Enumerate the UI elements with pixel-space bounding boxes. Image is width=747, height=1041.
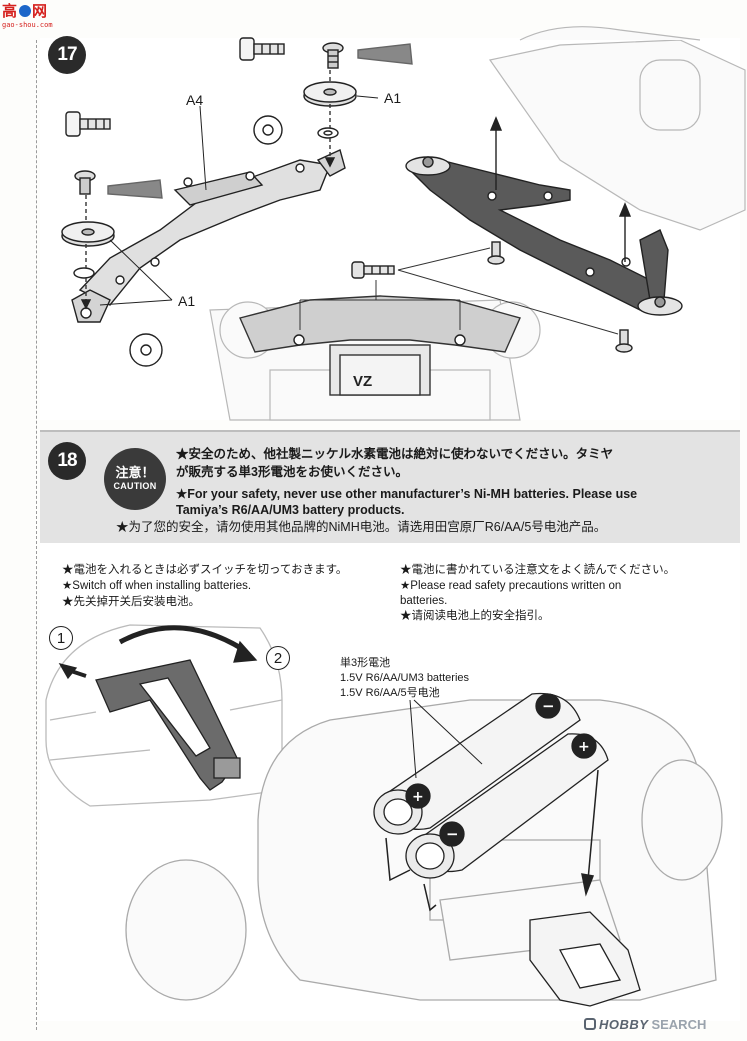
hobbysearch-watermark: HOBBY SEARCH bbox=[584, 1013, 706, 1035]
battery-2: + − bbox=[405, 733, 609, 879]
battery-label-jp: 単3形電池 bbox=[340, 657, 391, 669]
shoulder-screw-top bbox=[239, 37, 285, 61]
label-a1-top: A1 bbox=[384, 90, 402, 106]
step-17-illustration: VZ bbox=[61, 26, 746, 421]
roller-a1-top bbox=[303, 81, 357, 107]
battery-latch bbox=[529, 911, 641, 1007]
note-left-en: ★Switch off when installing batteries. bbox=[62, 580, 252, 592]
battery-label-cn: 1.5V R6/AA/5号电池 bbox=[340, 687, 440, 699]
caution-jp-line-2: が販売する単3形電池をお使いください。 bbox=[176, 465, 408, 479]
screw-left bbox=[74, 170, 96, 195]
caution-badge: 注意！ CAUTION bbox=[104, 448, 166, 510]
step-18-badge: 18 bbox=[48, 442, 86, 480]
watermark-brand: HOBBY bbox=[599, 1016, 649, 1032]
battery-2-plus: + bbox=[578, 739, 590, 755]
caution-badge-jp: 注意！ bbox=[115, 466, 155, 481]
screwdriver-left bbox=[107, 179, 163, 199]
caution-cn-line-1: ★为了您的安全，请勿使用其他品牌的NiMH电池。请选用田宫原厂R6/AA/5号电… bbox=[116, 520, 607, 534]
battery-2-minus: − bbox=[446, 825, 459, 843]
screwdriver-top bbox=[357, 43, 413, 65]
caution-jp-line-1: ★安全のため、他社製ニッケル水素電池は絶対に使わないでください。タミヤ bbox=[176, 447, 614, 461]
screw-hole bbox=[454, 334, 466, 346]
logo-char-2: 网 bbox=[32, 2, 49, 20]
battery-1: − + bbox=[373, 692, 581, 835]
battery-1-minus: − bbox=[542, 697, 555, 715]
screw-hole bbox=[293, 334, 305, 346]
watermark-brand-2: SEARCH bbox=[651, 1016, 707, 1032]
battery-label-en: 1.5V R6/AA/UM3 batteries bbox=[340, 672, 470, 684]
chassis-front-section bbox=[239, 295, 521, 396]
caution-en-line-2: Tamiya’s R6/AA/UM3 battery products. bbox=[176, 503, 405, 517]
bracket-installed-right bbox=[408, 159, 669, 311]
battery-1-plus: + bbox=[412, 789, 424, 805]
label-a4: A4 bbox=[186, 92, 204, 108]
switch-step-2: 2 bbox=[266, 646, 290, 670]
note-right-en-2: batteries. bbox=[400, 595, 448, 607]
note-right-en-1: ★Please read safety precautions written … bbox=[400, 580, 622, 592]
logo-url: gao-shou.com bbox=[2, 21, 53, 29]
chassis-badge-text: VZ bbox=[353, 373, 372, 390]
roller-right-rear bbox=[637, 296, 683, 316]
label-a1-left: A1 bbox=[178, 293, 196, 309]
note-left-cn: ★先关掉开关后安装电池。 bbox=[62, 596, 200, 608]
shoulder-screw-left bbox=[65, 111, 111, 137]
note-right-cn: ★请阅读电池上的安全指引。 bbox=[400, 610, 550, 622]
screw-under-1 bbox=[487, 241, 505, 265]
site-logo: 高网 gao-shou.com bbox=[2, 2, 80, 36]
screw-top bbox=[322, 42, 344, 69]
switch-step-1: 1 bbox=[49, 626, 73, 650]
note-left-jp: ★電池を入れるときは必ずスイッチを切っておきます。 bbox=[62, 564, 348, 576]
step-17-badge: 17 bbox=[48, 36, 86, 74]
logo-dot-icon bbox=[19, 5, 32, 17]
margin-guide-line bbox=[36, 40, 37, 1030]
logo-char: 高 bbox=[2, 2, 19, 20]
battery-cover bbox=[95, 659, 241, 791]
washer-left bbox=[73, 267, 95, 279]
roller-a1-left bbox=[61, 221, 115, 247]
caution-badge-en: CAUTION bbox=[113, 481, 157, 491]
roller-right-left bbox=[405, 156, 451, 176]
note-right-jp: ★電池に書かれている注意文をよく読んでください。 bbox=[400, 564, 676, 576]
caution-en-line-1: ★For your safety, never use other manufa… bbox=[176, 487, 638, 501]
long-screw-center bbox=[351, 261, 395, 279]
screw-under-2 bbox=[615, 329, 633, 353]
hobbysearch-logo-icon bbox=[584, 1018, 596, 1030]
